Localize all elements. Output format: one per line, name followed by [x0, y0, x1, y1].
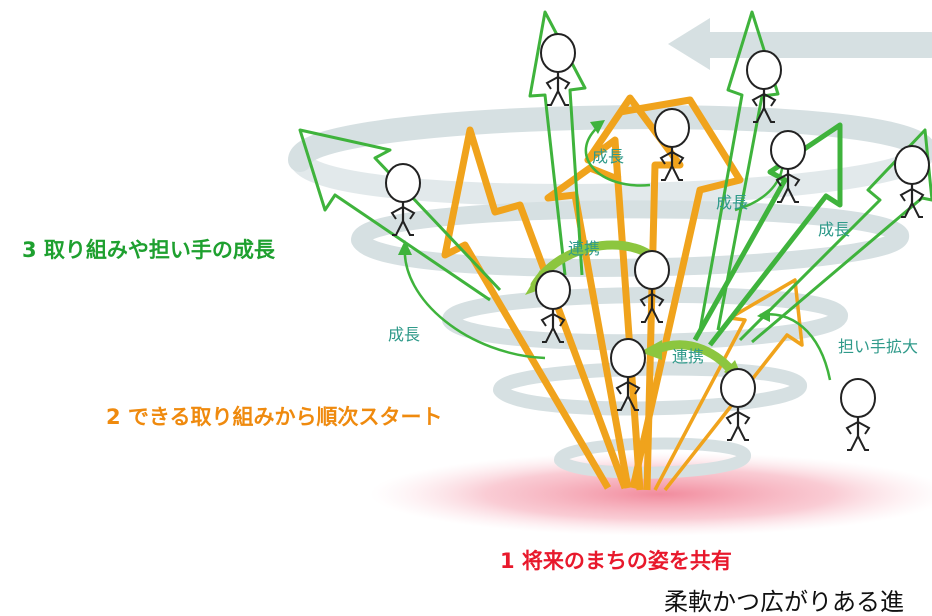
orange-arrows	[441, 94, 804, 492]
collab-label: 連携	[672, 347, 704, 366]
expand-label: 担い手拡大	[838, 337, 918, 356]
step2-heading: 2 できる取り組みから順次スタート	[106, 405, 443, 429]
growth-label: 成長	[818, 220, 850, 239]
collab-label: 連携	[568, 239, 600, 258]
base-glow	[370, 452, 932, 536]
growth-label: 成長	[388, 325, 420, 344]
step1-heading: 1 将来のまちの姿を共有	[500, 549, 732, 573]
caption-text: 柔軟かつ広がりある進	[664, 588, 904, 616]
growth-label: 成長	[592, 147, 624, 166]
collab-arrowhead	[640, 340, 662, 360]
step3-heading: 3 取り組みや担い手の成長	[22, 238, 276, 262]
person-figure	[653, 107, 691, 182]
person-figure	[839, 377, 877, 452]
growth-label: 成長	[716, 193, 748, 212]
